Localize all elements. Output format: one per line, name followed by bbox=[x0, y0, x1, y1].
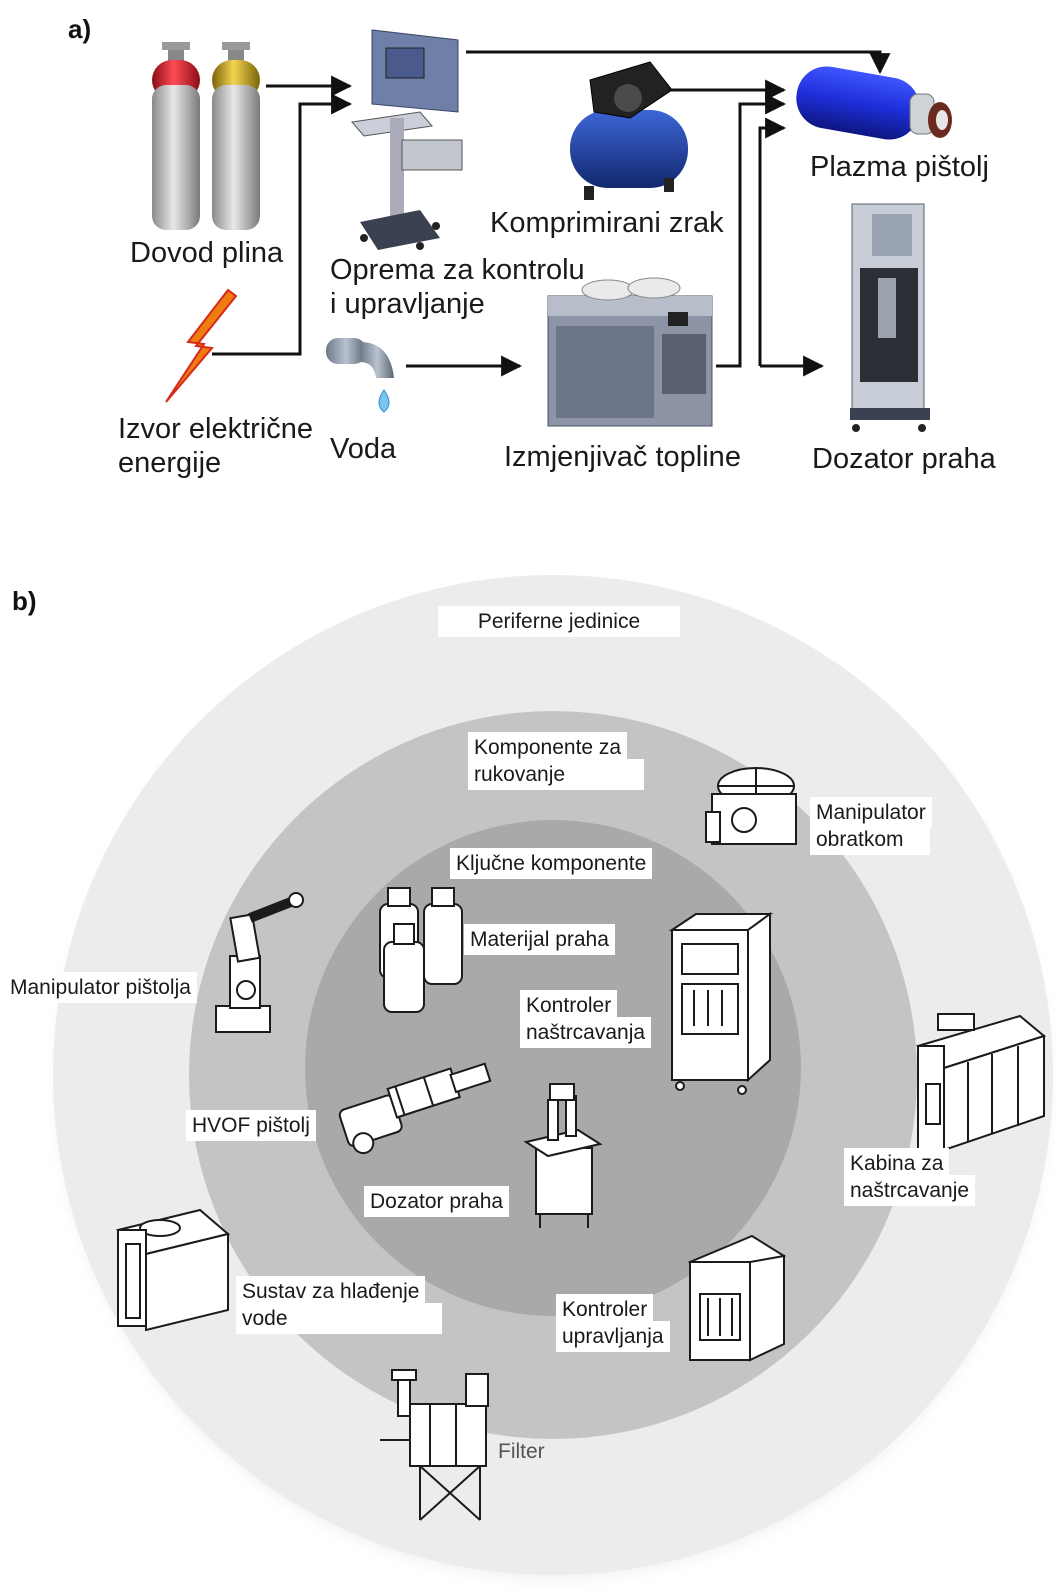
label-power-line1: Izvor električne bbox=[118, 413, 314, 445]
arrow-control-to-plasma bbox=[466, 50, 891, 75]
equipment-sketches bbox=[115, 767, 1047, 1521]
label-water-cooling-line2: vode bbox=[236, 1303, 442, 1334]
label-key-components: Ključne komponente bbox=[450, 848, 653, 879]
workpiece-manipulator-icon bbox=[705, 767, 797, 845]
spray-booth-icon bbox=[915, 1013, 1047, 1152]
panel-b-tag: b) bbox=[12, 586, 37, 616]
control-station-icon bbox=[351, 29, 463, 250]
label-workpiece-manip-line1: Manipulator bbox=[810, 797, 932, 828]
gun-manipulator-robot-icon bbox=[215, 892, 304, 1033]
label-power-line2: energije bbox=[118, 447, 222, 479]
label-control-line2: i upravljanje bbox=[330, 288, 485, 320]
label-plasma-gun: Plazma pištolj bbox=[810, 151, 989, 183]
water-cooling-unit-icon bbox=[115, 1208, 231, 1332]
arrow-power-to-control bbox=[212, 93, 353, 356]
hvof-gun-icon bbox=[338, 1062, 492, 1155]
label-gun-manipulator: Manipulator pištolja bbox=[4, 972, 197, 1003]
label-water: Voda bbox=[330, 433, 397, 465]
label-control-controller-line2: upravljanja bbox=[556, 1321, 670, 1352]
label-handling-line2: rukovanje bbox=[468, 759, 644, 790]
gas-cylinders-icon bbox=[152, 42, 260, 230]
electric-power-icon bbox=[165, 288, 238, 403]
heat-exchanger-icon bbox=[547, 277, 713, 427]
label-control-controller-line1: Kontroler bbox=[556, 1294, 654, 1325]
label-spray-controller-line2: naštrcavanja bbox=[520, 1017, 652, 1048]
flow-arrows bbox=[212, 50, 891, 377]
water-tap-icon bbox=[326, 338, 394, 413]
label-booth-line1: Kabina za bbox=[844, 1148, 950, 1179]
label-booth-line2: naštrcavanje bbox=[844, 1175, 976, 1206]
label-handling-line1: Komponente za bbox=[468, 732, 628, 763]
arrow-exchanger-return bbox=[758, 117, 787, 366]
air-compressor-icon bbox=[570, 61, 688, 200]
label-powder-feeder-a: Dozator praha bbox=[812, 443, 996, 475]
label-hvof-gun: HVOF pištolj bbox=[186, 1110, 316, 1141]
label-gas-supply: Dovod plina bbox=[130, 237, 284, 269]
label-workpiece-manip-line2: obratkom bbox=[810, 824, 930, 855]
label-heat-exchanger: Izmjenjivač topline bbox=[504, 441, 741, 473]
control-controller-cabinet-icon bbox=[687, 1234, 787, 1362]
powder-feeder-icon bbox=[523, 1083, 603, 1228]
arrow-exchanger-to-plasma bbox=[716, 93, 787, 368]
label-spray-controller-line1: Kontroler bbox=[520, 990, 618, 1021]
powder-bottles-icon bbox=[379, 887, 463, 1013]
label-powder-feeder-b: Dozator praha bbox=[364, 1186, 510, 1217]
powder-feeder-machine-icon bbox=[850, 203, 930, 432]
panel-a-tag: a) bbox=[68, 14, 92, 44]
filter-unit-icon bbox=[380, 1369, 489, 1521]
plasma-gun-icon bbox=[796, 66, 952, 140]
label-powder-material: Materijal praha bbox=[464, 924, 615, 955]
label-water-cooling-line1: Sustav za hlađenje bbox=[236, 1276, 426, 1307]
label-compressed-air: Komprimirani zrak bbox=[490, 207, 724, 239]
label-control-line1: Oprema za kontrolu bbox=[330, 254, 585, 286]
spray-controller-cabinet-icon bbox=[668, 912, 774, 1095]
label-filter: Filter bbox=[498, 1440, 545, 1463]
label-peripheral-units: Periferne jedinice bbox=[438, 606, 680, 637]
